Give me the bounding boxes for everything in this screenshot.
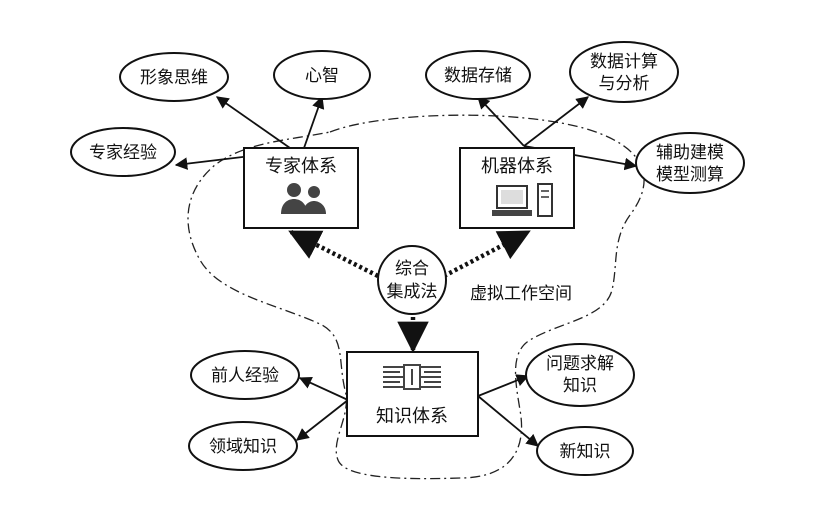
arrow-knowledge-to-predecessor: [298, 376, 349, 401]
node-mind: 心智: [273, 50, 371, 100]
node-predecessor-experience: 前人经验: [190, 350, 300, 400]
arrow-expert-to-mind: [303, 95, 325, 149]
maze-icon: [383, 364, 441, 390]
svg-text:心智: 心智: [305, 66, 339, 86]
svg-text:形象思维: 形象思维: [140, 68, 208, 88]
node-data-storage: 数据存储: [425, 50, 531, 100]
arrow-knowledge-to-problem-solving: [477, 374, 530, 397]
svg-text:模型测算: 模型测算: [656, 165, 724, 185]
arrow-machine-to-storage: [477, 96, 525, 147]
svg-text:专家体系: 专家体系: [265, 156, 337, 177]
people-icon: [281, 183, 326, 214]
node-data-compute: 数据计算 与分析: [569, 41, 679, 103]
svg-text:数据计算: 数据计算: [590, 52, 658, 72]
svg-text:领域知识: 领域知识: [209, 437, 277, 457]
node-expert-experience: 专家经验: [70, 127, 176, 177]
node-aux-model: 辅助建模 模型测算: [635, 132, 745, 194]
svg-text:数据存储: 数据存储: [444, 66, 512, 86]
expert-system-box: 专家体系: [243, 147, 359, 229]
virtual-workspace-label: 虚拟工作空间: [470, 284, 572, 304]
arrow-expert-to-image-thinking: [215, 96, 291, 149]
computer-icon: [492, 183, 553, 217]
svg-text:集成法: 集成法: [387, 282, 438, 302]
dotted-arrow-to-expert: [288, 229, 380, 279]
svg-text:新知识: 新知识: [560, 442, 611, 462]
svg-text:知识: 知识: [563, 376, 597, 396]
svg-text:辅助建模: 辅助建模: [656, 143, 724, 163]
node-image-thinking: 形象思维: [119, 52, 229, 102]
machine-system-box: 机器体系: [459, 147, 575, 229]
knowledge-system-box: 知识体系: [346, 351, 479, 437]
svg-text:知识体系: 知识体系: [376, 406, 448, 427]
arrow-machine-to-compute: [523, 96, 590, 147]
node-domain-knowledge: 领域知识: [188, 421, 298, 471]
svg-text:与分析: 与分析: [599, 74, 650, 94]
arrow-knowledge-to-new: [477, 395, 539, 447]
node-problem-solving: 问题求解 知识: [525, 343, 635, 407]
svg-text:问题求解: 问题求解: [546, 354, 614, 374]
node-new-knowledge: 新知识: [536, 426, 634, 476]
svg-text:专家经验: 专家经验: [89, 143, 157, 163]
svg-text:综合: 综合: [395, 259, 429, 279]
svg-text:前人经验: 前人经验: [211, 366, 279, 386]
integration-method-node: 综合 集成法: [377, 245, 447, 315]
dotted-arrow-to-machine: [442, 230, 531, 278]
arrow-knowledge-to-domain: [296, 399, 349, 441]
svg-text:机器体系: 机器体系: [481, 156, 553, 177]
